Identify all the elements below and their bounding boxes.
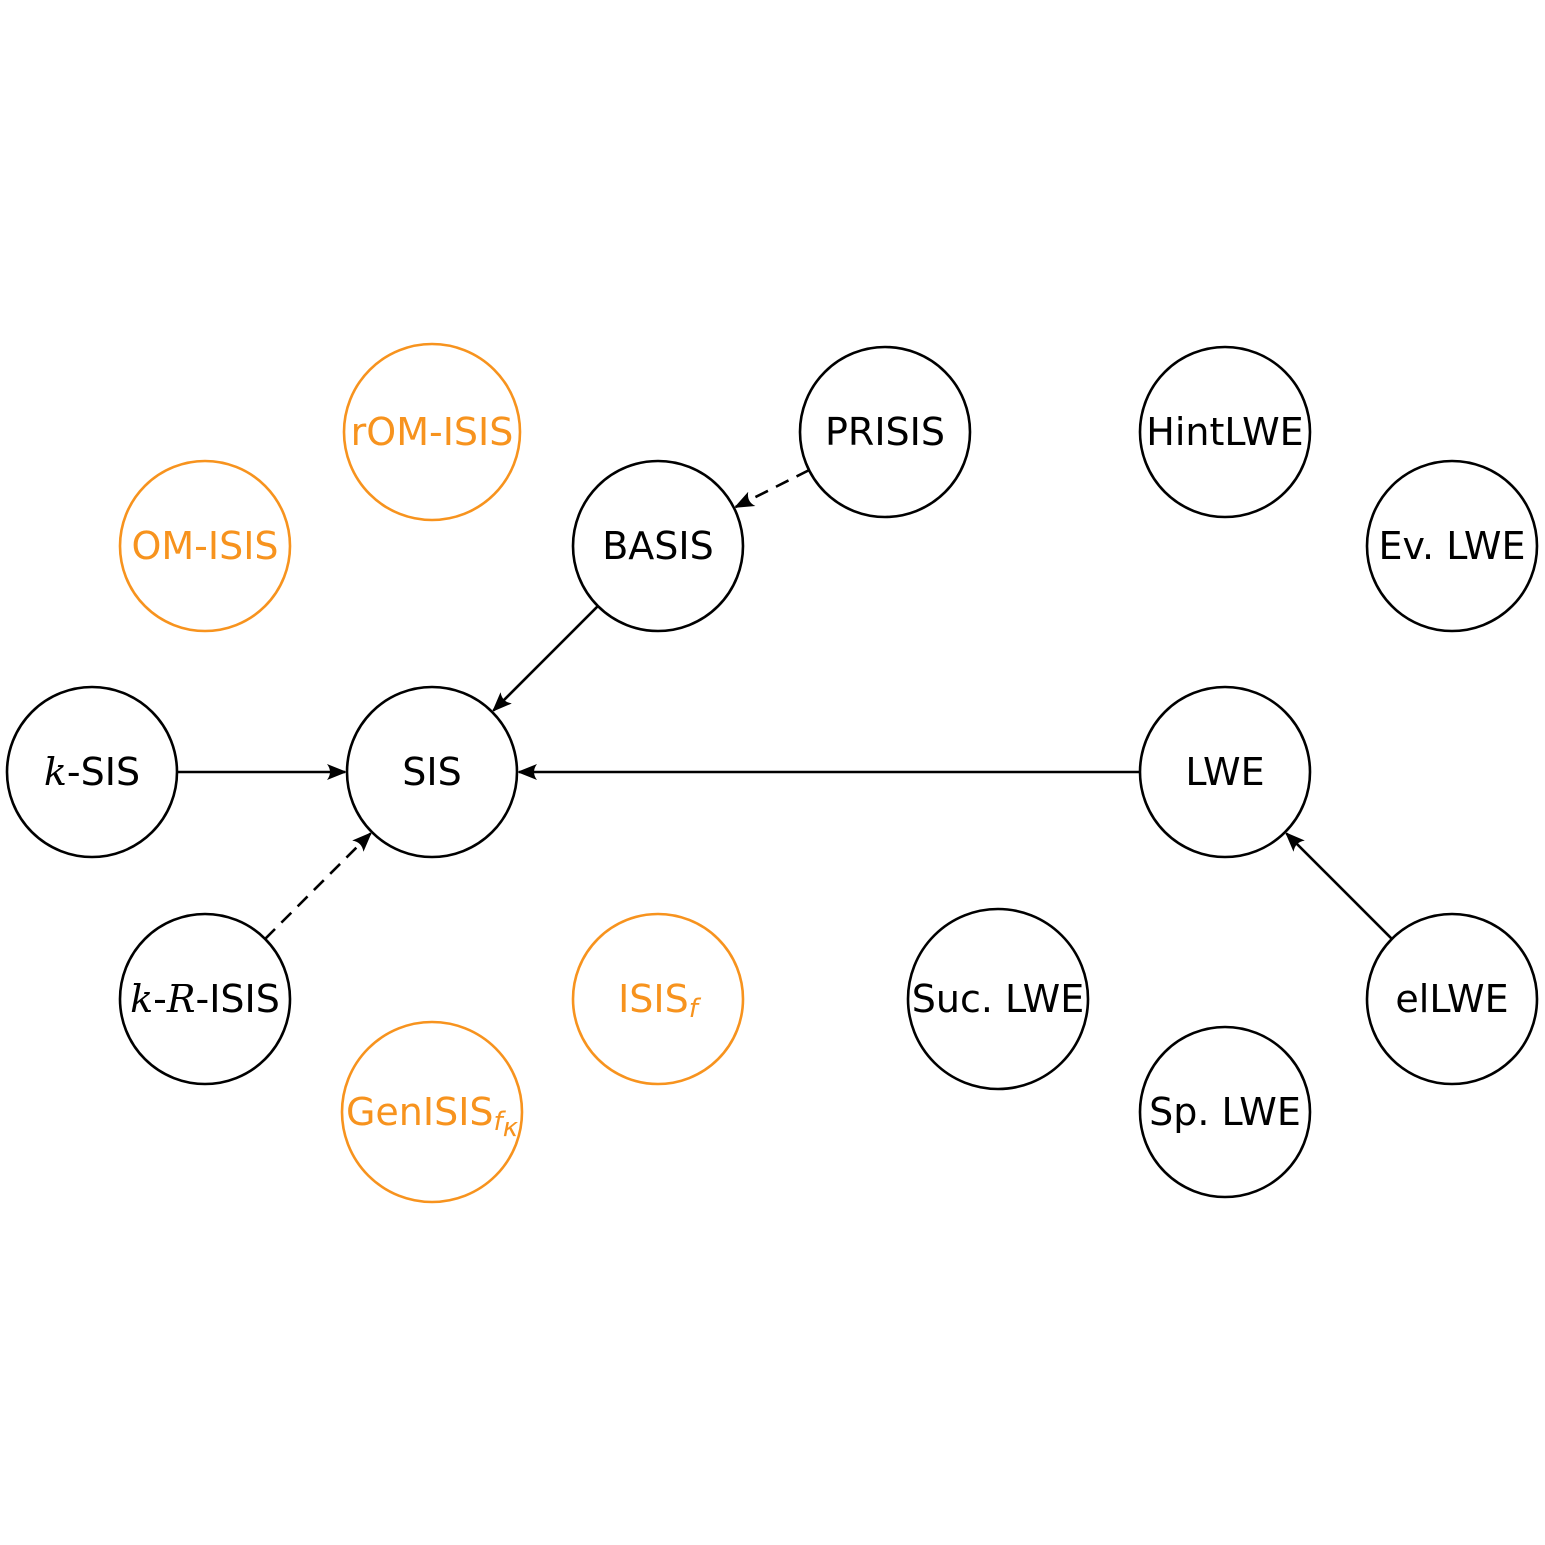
node-label: PRISIS <box>825 410 945 454</box>
node-basis: BASIS <box>571 459 745 633</box>
node-isis-f: ISISf <box>571 912 745 1086</box>
node-ev-lwe: Ev. LWE <box>1365 459 1539 633</box>
node-circle <box>1138 1025 1312 1199</box>
node-circle <box>798 345 972 519</box>
node-circle <box>906 907 1090 1091</box>
edge-basis-to-sis <box>492 605 599 712</box>
node-ellwe: elLWE <box>1365 912 1539 1086</box>
node-circle <box>340 1020 524 1204</box>
node-label: LWE <box>1185 750 1264 794</box>
node-k-r-isis: k-R-ISIS <box>118 912 292 1086</box>
edges-layer <box>177 468 1393 940</box>
node-lwe: LWE <box>1138 685 1312 859</box>
node-circle <box>118 459 292 633</box>
node-sis: SIS <box>345 685 519 859</box>
node-label: ISISf <box>618 977 702 1024</box>
node-circle <box>1138 345 1312 519</box>
node-label: k-SIS <box>44 750 140 794</box>
node-circle <box>1138 685 1312 859</box>
node-circle <box>571 912 745 1086</box>
edge-prisis-to-basis <box>733 468 810 509</box>
node-circle <box>118 912 292 1086</box>
node-suc-lwe: Suc. LWE <box>906 907 1090 1091</box>
node-label: Suc. LWE <box>912 977 1085 1021</box>
node-label: k-R-ISIS <box>130 977 280 1021</box>
node-circle <box>342 342 522 522</box>
node-label: elLWE <box>1395 977 1508 1021</box>
node-prisis: PRISIS <box>798 345 972 519</box>
node-circle <box>1365 459 1539 633</box>
node-hintlwe: HintLWE <box>1138 345 1312 519</box>
node-circle <box>1365 912 1539 1086</box>
node-circle <box>571 459 745 633</box>
node-label: rOM-ISIS <box>351 410 514 454</box>
node-label: OM-ISIS <box>131 524 278 568</box>
node-label: SIS <box>402 750 461 794</box>
node-label: Ev. LWE <box>1379 524 1526 568</box>
node-sp-lwe: Sp. LWE <box>1138 1025 1312 1199</box>
node-label: BASIS <box>602 524 714 568</box>
node-genisis: GenISISfκ <box>340 1020 524 1204</box>
node-label: Sp. LWE <box>1149 1090 1301 1134</box>
node-circle <box>5 685 179 859</box>
node-k-sis: k-SIS <box>5 685 179 859</box>
node-rom-isis: rOM-ISIS <box>342 342 522 522</box>
nodes-layer: rOM-ISIS PRISIS HintLWE OM-ISIS BASIS Ev. LWE… <box>5 342 1539 1204</box>
node-label: GenISISfκ <box>346 1090 519 1143</box>
edge-ellwe-to-lwe <box>1285 832 1393 940</box>
node-om-isis: OM-ISIS <box>118 459 292 633</box>
edge-k-r-isis-to-sis <box>264 832 372 940</box>
node-label: HintLWE <box>1146 410 1303 454</box>
node-circle <box>345 685 519 859</box>
